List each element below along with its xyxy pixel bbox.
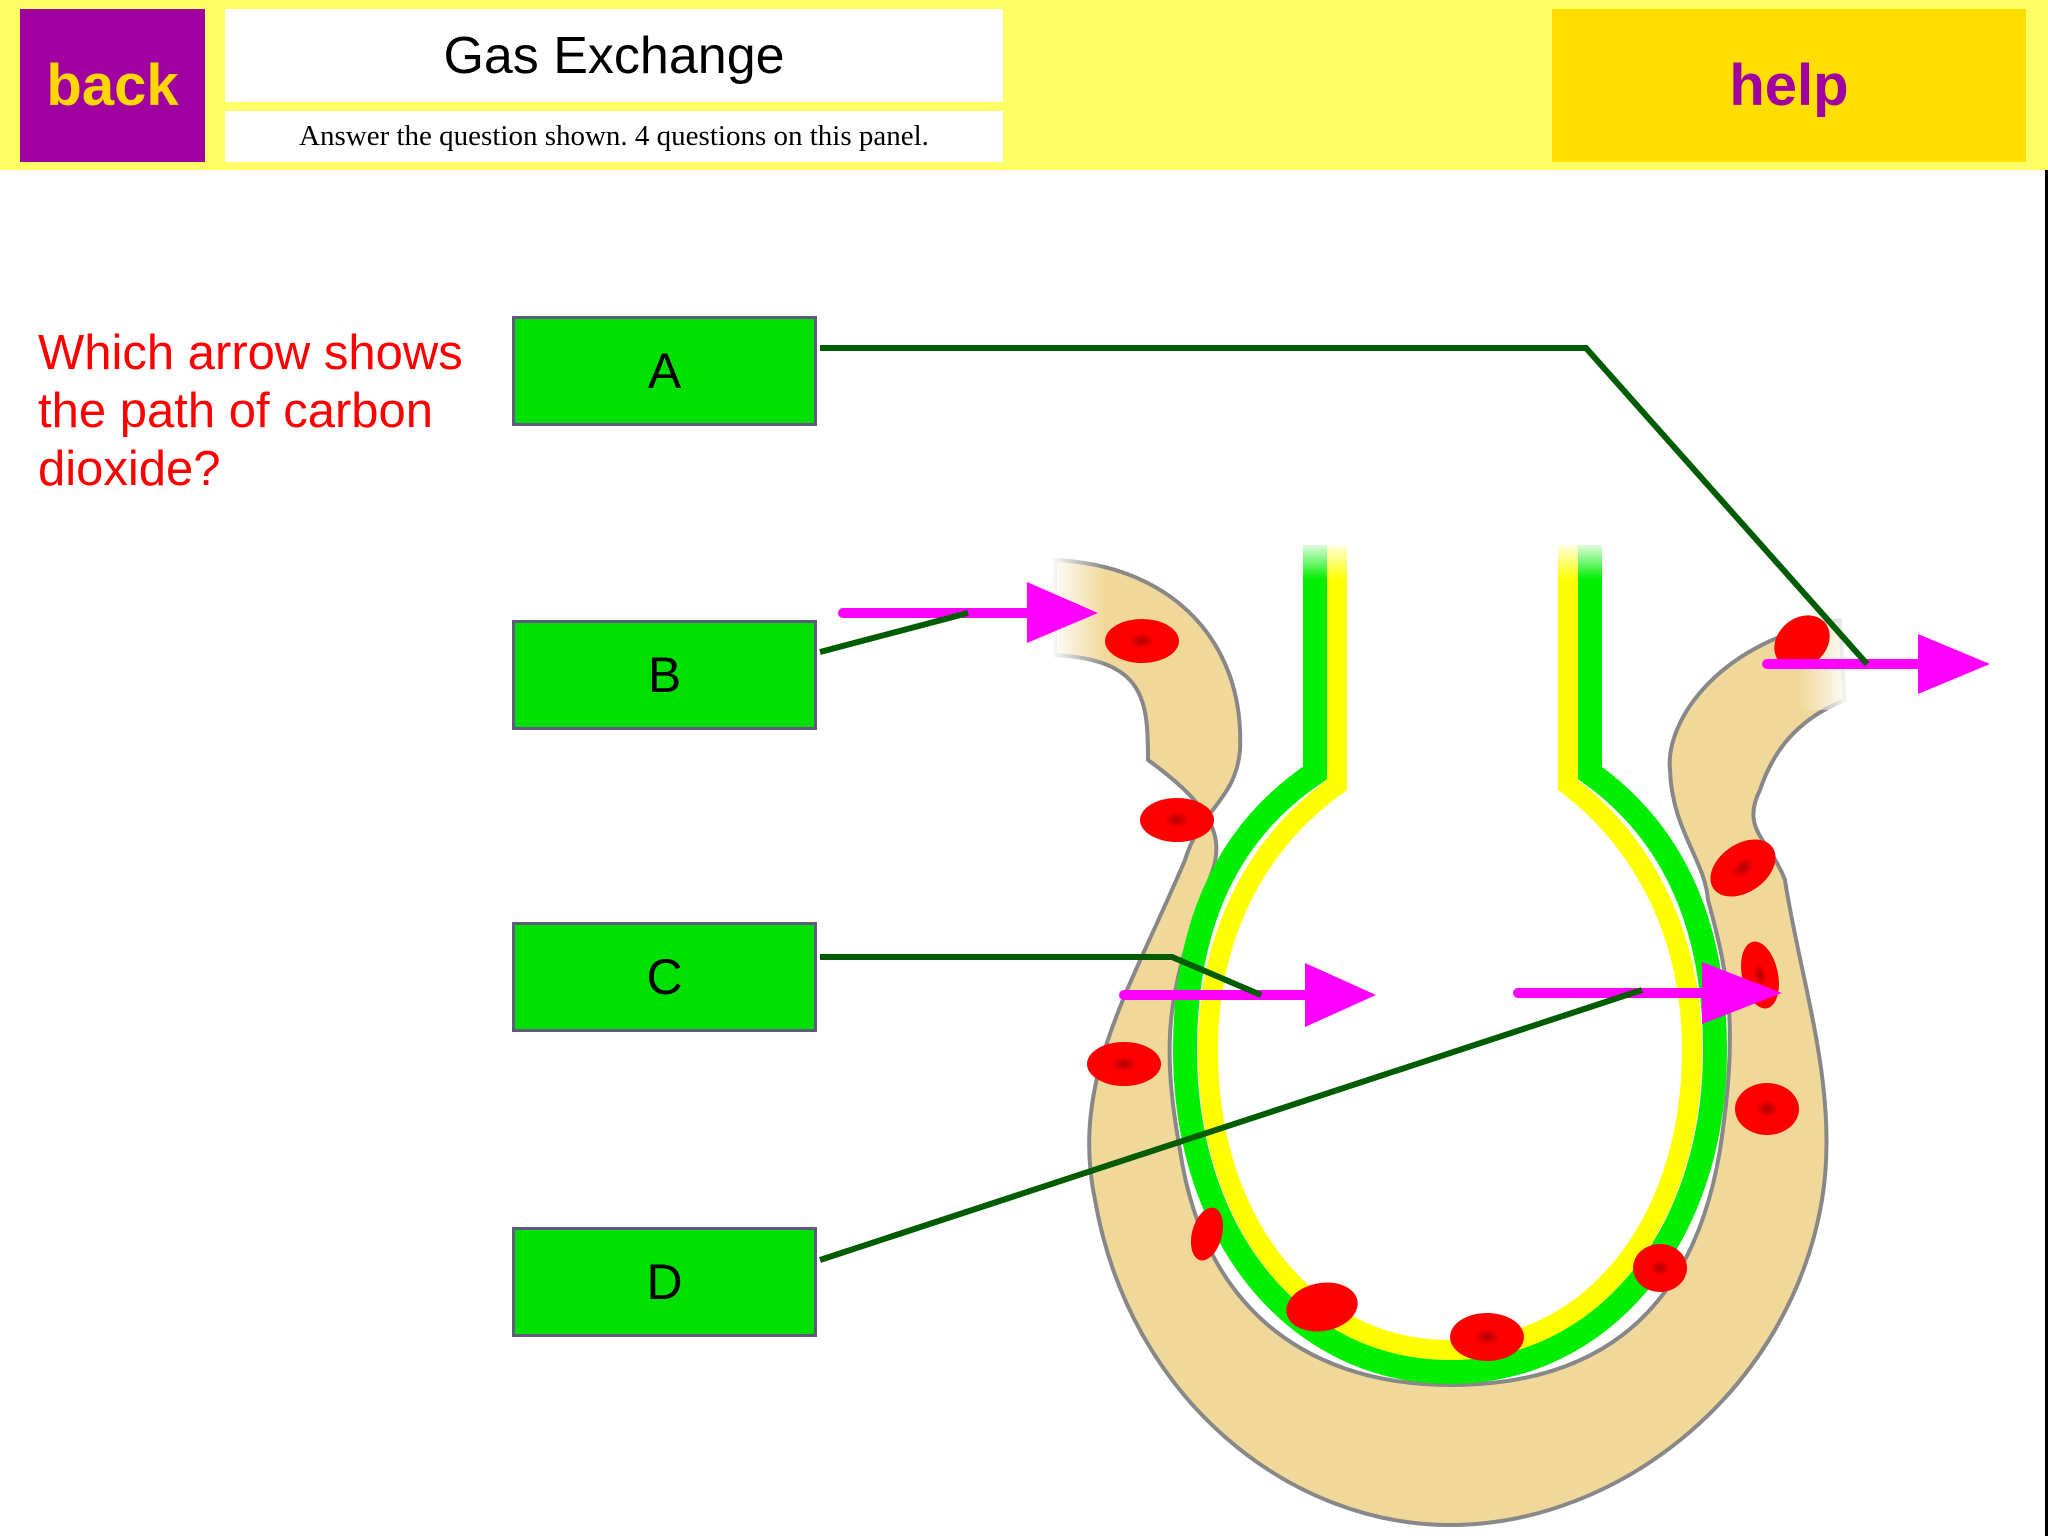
- connector-c: [820, 954, 1263, 998]
- red-blood-cell: [1633, 1244, 1687, 1292]
- arrow-c: [1119, 963, 1376, 1027]
- arrow-d: [1513, 962, 1782, 1024]
- red-blood-cell: [1450, 1313, 1524, 1361]
- help-button[interactable]: help: [1552, 9, 2026, 162]
- tube-fade: [1290, 540, 1620, 580]
- answer-d-button[interactable]: D: [512, 1227, 817, 1337]
- answer-b-button[interactable]: B: [512, 620, 817, 730]
- page-title: Gas Exchange: [225, 9, 1003, 102]
- red-blood-cells: [1087, 615, 1830, 1361]
- red-blood-cell: [1735, 1083, 1799, 1135]
- instructions-text: Answer the question shown. 4 questions o…: [225, 111, 1003, 162]
- alveolus-lining: [1197, 545, 1703, 1361]
- red-blood-cell: [1087, 1042, 1161, 1086]
- connector-d: [819, 987, 1643, 1263]
- red-blood-cell: [1105, 619, 1179, 663]
- connector-b: [819, 610, 969, 655]
- red-blood-cell: [1286, 1282, 1358, 1332]
- arrow-b: [838, 582, 1098, 643]
- header-bar: back Gas Exchange Answer the question sh…: [0, 0, 2048, 170]
- back-button[interactable]: back: [20, 9, 205, 162]
- window-edge: [2045, 170, 2048, 1536]
- alveolus-wall: [1172, 545, 1728, 1385]
- red-blood-cell: [1774, 615, 1830, 669]
- red-blood-cell: [1140, 798, 1214, 842]
- question-text: Which arrow shows the path of carbon dio…: [38, 326, 463, 496]
- red-blood-cell: [1710, 839, 1776, 897]
- answer-a-button[interactable]: A: [512, 316, 817, 426]
- answer-c-button[interactable]: C: [512, 922, 817, 1032]
- arrow-a: [1762, 634, 1990, 694]
- red-blood-cell: [1190, 1207, 1224, 1261]
- connector-a: [820, 345, 1870, 666]
